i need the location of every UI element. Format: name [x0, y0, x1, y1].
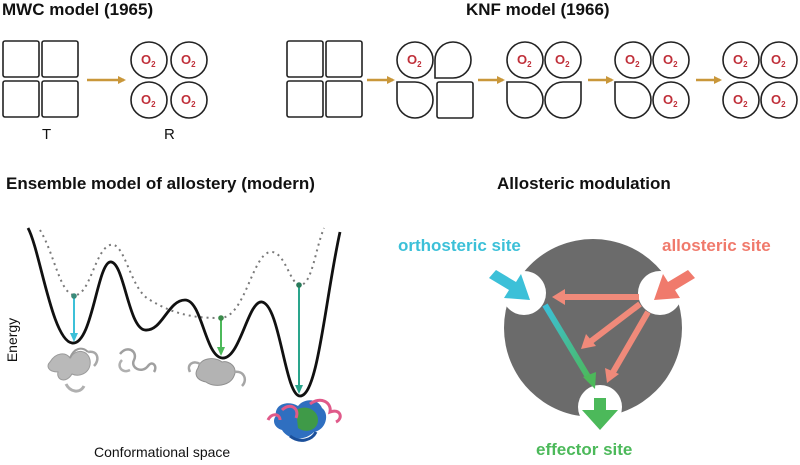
shift-dot-1: [71, 293, 77, 299]
energy-curve: [26, 227, 342, 398]
orthosteric-ligand-arrow: [489, 270, 530, 300]
subunit-circle: [170, 41, 208, 79]
mwc-t-state-label: T: [42, 126, 52, 143]
ensemble-title: Ensemble model of allostery (modern): [6, 174, 315, 193]
knf-state-1: [396, 41, 474, 119]
shift-arrow-teal-head: [295, 385, 303, 394]
protein-disc: [502, 239, 682, 429]
mwc-r-state: [130, 41, 208, 119]
conformational-space-label: Conformational space: [94, 444, 231, 460]
knf-state-0: [286, 40, 363, 118]
shift-arrow-green-head: [217, 347, 225, 356]
allosteric-site-label: allosteric site: [662, 236, 771, 255]
modulation-title: Allosteric modulation: [497, 174, 671, 193]
energy-landscape: [26, 227, 342, 398]
subunit-circle: [130, 81, 168, 119]
perturbed-energy-curve: [39, 227, 325, 320]
internal-signaling-arrows: [542, 289, 651, 389]
effector-output-arrow: [582, 398, 618, 430]
shift-dot-2: [218, 315, 224, 321]
subunit-circle: [130, 41, 168, 79]
shift-dot-3: [296, 282, 302, 288]
knf-state-4: [722, 41, 798, 119]
knf-title: KNF model (1966): [466, 0, 610, 19]
shift-arrow-cyan-head: [70, 333, 78, 342]
effector-site-label: effector site: [536, 440, 633, 459]
conformation-4-protein: [266, 398, 342, 442]
mwc-title: MWC model (1965): [2, 0, 154, 19]
allosteric-ligand-arrow: [654, 270, 695, 300]
protein-body: [504, 239, 682, 417]
orthosteric-site-label: orthosteric site: [398, 236, 521, 255]
conformation-3-protein: [187, 358, 246, 387]
conformation-1-protein: [47, 347, 99, 393]
knf-state-3: [614, 41, 690, 119]
subunit-circle: [170, 81, 208, 119]
knf-state-2: [506, 41, 582, 119]
conformation-2-protein: [118, 348, 157, 373]
mwc-r-state-label: R: [164, 126, 175, 143]
mwc-t-state: [2, 40, 79, 118]
